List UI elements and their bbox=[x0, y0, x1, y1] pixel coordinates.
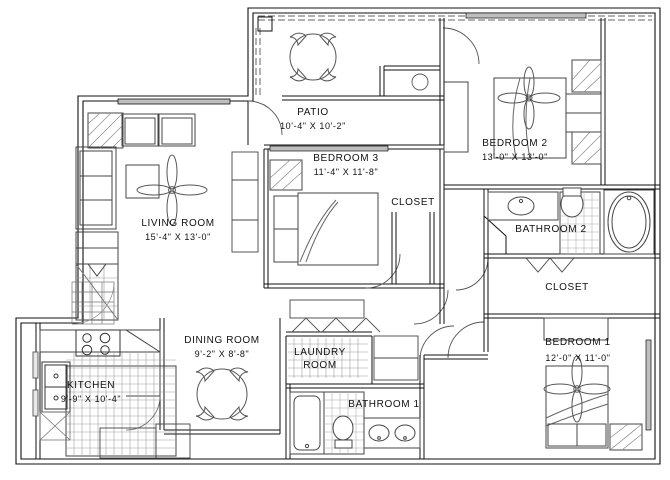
living-room-furniture bbox=[75, 112, 196, 230]
laundry-walls bbox=[285, 331, 373, 384]
laundry-appliances bbox=[373, 335, 419, 381]
bedroom1-dresser bbox=[543, 317, 609, 341]
bathroom1-toilet bbox=[332, 415, 354, 441]
master-closet-bifold-doors bbox=[525, 257, 575, 273]
hall-fixture bbox=[411, 73, 429, 91]
bedroom2-ceiling-fan bbox=[497, 66, 561, 130]
label-bedroom2-dim: 13'-0" X 13'-0" bbox=[482, 152, 548, 162]
armchair-2 bbox=[158, 113, 196, 147]
bedroom1-furniture bbox=[543, 317, 643, 451]
laundry-tile bbox=[288, 338, 368, 378]
bathroom1-sink-2 bbox=[394, 424, 416, 442]
bedroom3-hatch bbox=[269, 159, 303, 191]
bathroom2-sink bbox=[507, 196, 535, 216]
label-patio-dim: 10'-4" X 10'-2" bbox=[280, 121, 346, 131]
kitchen-door-swing bbox=[125, 395, 161, 431]
bedroom1-ceiling-fan bbox=[543, 355, 611, 423]
laundry-bifold-doors bbox=[291, 317, 381, 333]
label-bedroom1-dim: 12'-0" X 11'-0" bbox=[545, 353, 610, 363]
label-laundry-line1: LAUNDRY bbox=[294, 347, 346, 358]
bathroom2-tub bbox=[603, 189, 655, 255]
bedroom3-furniture bbox=[269, 159, 379, 266]
kitchen-window-wall bbox=[32, 351, 39, 417]
kitchen-lower-cabinets bbox=[99, 423, 191, 459]
bathroom2-fixtures bbox=[487, 187, 655, 255]
label-bedroom1-name: BEDROOM 1 bbox=[545, 337, 610, 348]
living-room-walls bbox=[82, 98, 249, 323]
label-diningroom-dim: 9'-2" X 8'-8" bbox=[195, 349, 250, 359]
kitchen-pantry bbox=[39, 411, 71, 441]
label-bathroom1-name: BATHROOM 1 bbox=[348, 399, 419, 410]
bedroom2-window bbox=[465, 12, 587, 19]
label-closet-hall: CLOSET bbox=[391, 197, 435, 208]
bedroom1-bed bbox=[545, 365, 609, 449]
bedroom3-door-swing bbox=[365, 253, 401, 289]
living-room-window bbox=[117, 98, 231, 105]
bathroom1-fixtures bbox=[289, 391, 421, 455]
label-livingroom-name: LIVING ROOM bbox=[141, 218, 214, 229]
label-bedroom3-name: BEDROOM 3 bbox=[313, 153, 378, 164]
patio-post bbox=[257, 16, 273, 32]
kitchen-entry-tile bbox=[71, 281, 115, 325]
kitchen-island bbox=[65, 365, 177, 457]
living-room-ceiling-fan bbox=[136, 154, 208, 226]
label-bathroom2-name: BATHROOM 2 bbox=[515, 224, 586, 235]
kitchen-stove bbox=[75, 329, 121, 357]
label-bedroom3-dim: 11'-4" X 11'-8" bbox=[314, 167, 379, 177]
bedroom1-walls bbox=[645, 339, 652, 431]
label-livingroom-dim: 15'-4" X 13'-0" bbox=[145, 232, 211, 242]
patio-table-set bbox=[289, 32, 337, 82]
label-patio-name: PATIO bbox=[297, 107, 329, 118]
label-kitchen-name: KITCHEN bbox=[67, 380, 115, 391]
room-labels: PATIO 10'-4" X 10'-2" BEDROOM 3 11'-4" X… bbox=[61, 107, 610, 410]
label-closet-master: CLOSET bbox=[545, 282, 589, 293]
hall-cabinet bbox=[231, 151, 259, 253]
patio-door-swing bbox=[247, 100, 283, 136]
label-kitchen-dim: 9'-9" X 10'-4" bbox=[61, 394, 121, 404]
bedroom3-dresser bbox=[289, 299, 365, 319]
bedroom3-bed bbox=[297, 192, 379, 266]
bedroom1-window bbox=[645, 339, 652, 431]
hallway-door-swings bbox=[413, 289, 485, 361]
dining-table-set bbox=[195, 367, 249, 421]
bedroom2-door-swing bbox=[442, 27, 480, 65]
patio-railing bbox=[255, 15, 652, 96]
patio-bedroom3-wall bbox=[282, 18, 445, 145]
label-bedroom2-name: BEDROOM 2 bbox=[482, 138, 547, 149]
hallway-walls bbox=[419, 288, 489, 459]
bedroom1-hatch bbox=[609, 423, 643, 451]
armchair-1 bbox=[121, 113, 159, 147]
bedroom3-walls bbox=[263, 144, 445, 289]
hall-closet-walls bbox=[391, 212, 435, 284]
label-diningroom-name: DINING ROOM bbox=[184, 335, 260, 346]
entry-hatch-panel bbox=[87, 112, 124, 149]
label-laundry-line2: ROOM bbox=[303, 360, 337, 371]
bathroom1-vanity bbox=[363, 417, 421, 449]
coffee-table bbox=[125, 164, 160, 199]
bathroom2-vanity bbox=[487, 191, 559, 221]
kitchen-tile-floor bbox=[66, 352, 176, 456]
sofa bbox=[75, 146, 117, 230]
bathroom1-sink-1 bbox=[368, 424, 390, 442]
bedroom3-window bbox=[269, 145, 389, 152]
